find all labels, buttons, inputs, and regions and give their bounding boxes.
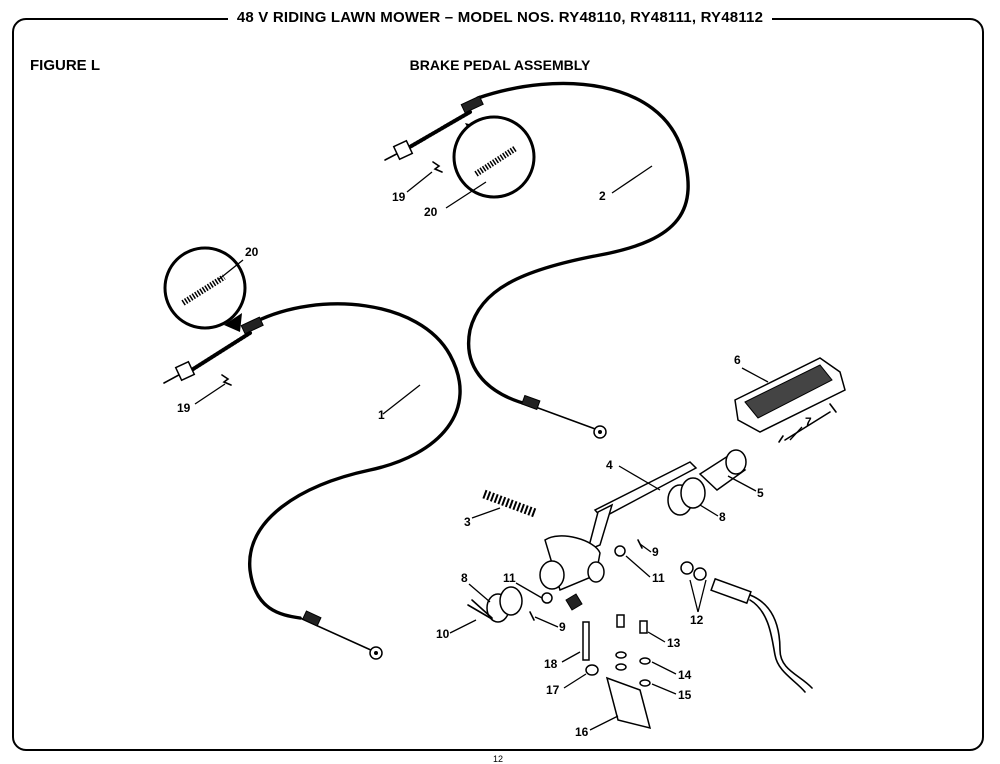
clip-19-left: [221, 374, 232, 386]
safety-switch-12: [680, 561, 813, 693]
callout-5: 5: [757, 486, 764, 500]
title-wrap: 48 V RIDING LAWN MOWER – MODEL NOS. RY48…: [0, 9, 1000, 27]
bolt-18: [582, 621, 590, 661]
detail-circle-left: [163, 246, 247, 332]
callout-8-left: 8: [461, 571, 468, 585]
pivot-pin-5: [698, 449, 747, 491]
callout-4: 4: [606, 458, 613, 472]
callout-labels: 1 2 3 4 5 6 7 8 8 9 9 10 11 11 12 13 14 …: [177, 189, 812, 739]
assembly-title: BRAKE PEDAL ASSEMBLY: [409, 57, 591, 73]
callout-20-left: 20: [245, 245, 259, 259]
brake-cable-upper: [384, 81, 690, 439]
callout-19-left: 19: [177, 401, 191, 415]
clip-19-upper: [432, 161, 443, 173]
callout-14: 14: [678, 668, 692, 682]
page-title: 48 V RIDING LAWN MOWER – MODEL NOS. RY48…: [227, 9, 773, 26]
brake-arm-4: [539, 461, 698, 611]
page-number: 12: [493, 754, 504, 764]
clip-10: [467, 599, 493, 620]
callout-20-upper: 20: [424, 205, 438, 219]
callout-2: 2: [599, 189, 606, 203]
figure-label: FIGURE L: [30, 57, 100, 74]
callout-10: 10: [436, 627, 450, 641]
brake-pedal-6: [734, 357, 846, 433]
callout-1: 1: [378, 408, 385, 422]
callout-6: 6: [734, 353, 741, 367]
callout-18: 18: [544, 657, 558, 671]
callout-11-right: 11: [652, 571, 665, 585]
callout-15: 15: [678, 688, 692, 702]
bolts-13: [616, 614, 648, 634]
washers-14-15: [615, 651, 651, 687]
callout-9-left: 9: [559, 620, 566, 634]
callout-13: 13: [667, 636, 681, 650]
callout-17: 17: [546, 683, 560, 697]
callout-9-right: 9: [652, 545, 659, 559]
spring-3: [482, 489, 537, 518]
cotter-9-left: [529, 611, 535, 621]
detail-circle-upper: [452, 115, 536, 199]
callout-7: 7: [805, 415, 812, 429]
pin-7: [778, 403, 837, 443]
callout-12: 12: [690, 613, 704, 627]
brake-cable-left: [163, 302, 462, 660]
callout-11-left: 11: [503, 571, 516, 585]
leader-lines: [194, 165, 803, 731]
bushing-8-left: [486, 586, 523, 623]
callout-8-right: 8: [719, 510, 726, 524]
bushing-8-right: [667, 477, 706, 516]
nut-17: [585, 664, 599, 676]
callout-16: 16: [575, 725, 589, 739]
washer-11-right: [614, 545, 626, 557]
bracket-16: [605, 676, 652, 730]
callout-3: 3: [464, 515, 471, 529]
callout-19-upper: 19: [392, 190, 406, 204]
washer-11-left: [541, 592, 553, 604]
